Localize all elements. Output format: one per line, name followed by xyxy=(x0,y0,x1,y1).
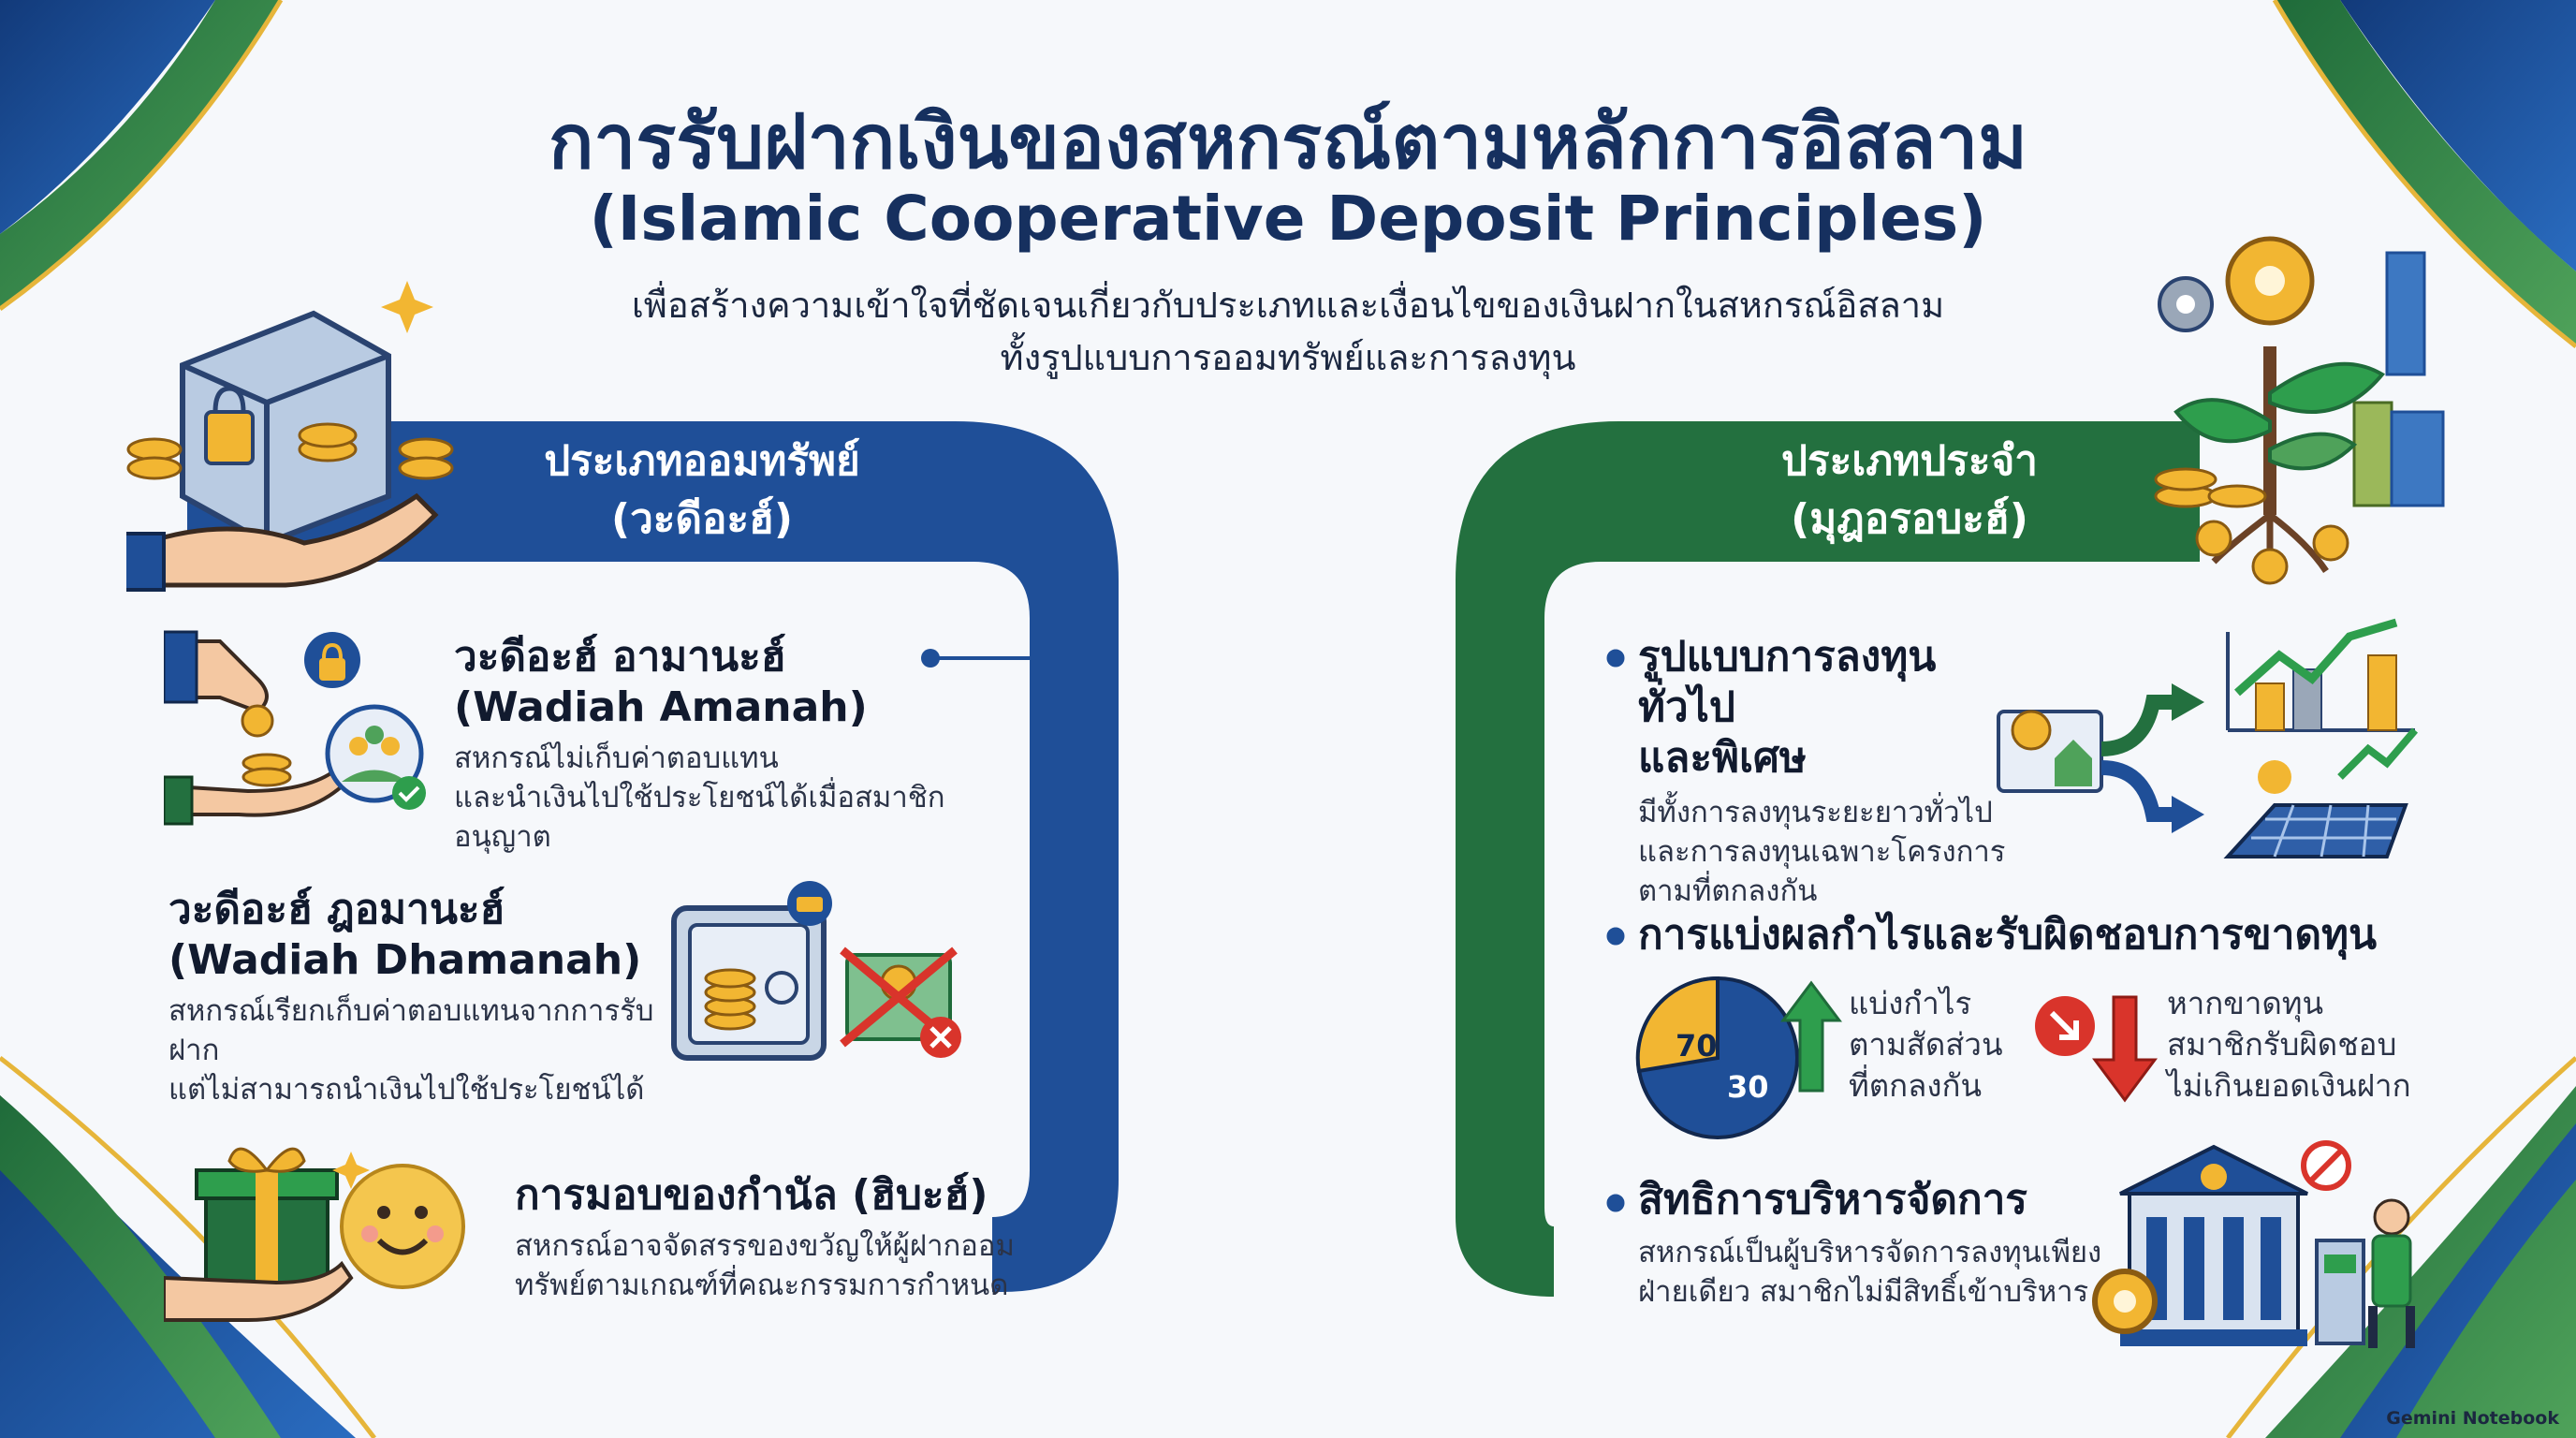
page-title: การรับฝากเงินของสหกรณ์ตามหลักการอิสลาม xyxy=(548,98,2028,185)
investment-type-title-1: รูปแบบการลงทุนทั่วไป xyxy=(1638,633,1937,731)
savings-band-line-2: (วะดีอะฮ์) xyxy=(610,495,794,543)
pie-label-70: 70 xyxy=(1676,1028,1718,1064)
wadiah-amanah-desc-1: สหกรณ์ไม่เก็บค่าตอบแทน xyxy=(454,741,779,775)
down-arrow-icon xyxy=(2035,995,2158,1103)
management-rights-desc-2: ฝ่ายเดียว สมาชิกไม่มีสิทธิ์เข้าบริหาร xyxy=(1638,1275,2089,1309)
management-rights-title: สิทธิการบริหารจัดการ xyxy=(1638,1176,2027,1224)
profit-loss-title: การแบ่งผลกำไรและรับผิดชอบการขาดทุน xyxy=(1638,911,2378,959)
vault-no-use-icon xyxy=(671,881,961,1061)
hibah-block: การมอบของกำนัล (ฮิบะฮ์) สหกรณ์อาจจัดสรรข… xyxy=(515,1170,1039,1305)
management-rights-desc-1: สหกรณ์เป็นผู้บริหารจัดการลงทุนเพียง xyxy=(1638,1236,2102,1269)
subtitle-line-2: ทั้งรูปแบบการออมทรัพย์และการลงทุน xyxy=(1000,337,1576,378)
hibah-title: การมอบของกำนัล (ฮิบะฮ์) xyxy=(515,1171,988,1219)
wadiah-dhamanah-desc-1: สหกรณ์เรียกเก็บค่าตอบแทนจากการรับฝาก xyxy=(168,994,654,1067)
page-subtitle: เพื่อสร้างความเข้าใจที่ชัดเจนเกี่ยวกับปร… xyxy=(0,279,2576,384)
wadiah-amanah-block: วะดีอะฮ์ อามานะฮ์ (Wadiah Amanah) สหกรณ์… xyxy=(454,632,978,857)
wadiah-dhamanah-block: วะดีอะฮ์ ฎอมานะฮ์ (Wadiah Dhamanah) สหกร… xyxy=(168,885,674,1109)
pie-slice-coop xyxy=(1635,976,1720,1074)
investment-type-desc-2: และการลงทุนเฉพาะโครงการ xyxy=(1638,835,2006,869)
management-rights-block: สิทธิการบริหารจัดการ สหกรณ์เป็นผู้บริหาร… xyxy=(1638,1175,2125,1312)
investment-type-title-2: และพิเศษ xyxy=(1638,734,1807,782)
savings-band-line-1: ประเภทออมทรัพย์ xyxy=(544,437,860,485)
bank-management-icon xyxy=(2092,1140,2415,1348)
profit-ratio-pie: 70 30 xyxy=(1635,976,1799,1139)
page-title-english: (Islamic Cooperative Deposit Principles) xyxy=(589,183,1987,255)
fixed-band-line-1: ประเภทประจำ xyxy=(1781,437,2038,485)
wadiah-dhamanah-desc-2: แต่ไม่สามารถนำเงินไปใช้ประโยชน์ได้ xyxy=(168,1073,645,1107)
profit-share-text: แบ่งกำไร ตามสัดส่วน ที่ตกลงกัน xyxy=(1849,983,2073,1107)
fixed-band-line-2: (มุฎอรอบะฮ์) xyxy=(1791,495,2028,543)
investment-type-desc-3: ตามที่ตกลงกัน xyxy=(1638,874,1818,908)
loss-responsibility-text: หากขาดทุน สมาชิกรับผิดชอบ ไม่เกินยอดเงิน… xyxy=(2167,983,2476,1107)
loss-line-2: สมาชิกรับผิดชอบ xyxy=(2167,1026,2397,1063)
profit-share-line-3: ที่ตกลงกัน xyxy=(1849,1067,1983,1104)
investment-type-desc-1: มีทั้งการลงทุนระยะยาวทั่วไป xyxy=(1638,796,1993,829)
up-arrow-icon xyxy=(1780,980,1842,1093)
safe-hand-icon xyxy=(126,281,454,592)
investment-paths-icon xyxy=(1997,618,2419,858)
savings-band-title: ประเภทออมทรัพย์ (วะดีอะฮ์) xyxy=(440,433,964,549)
wadiah-dhamanah-title-english: (Wadiah Dhamanah) xyxy=(168,936,642,984)
profit-share-line-2: ตามสัดส่วน xyxy=(1849,1026,2003,1063)
investment-type-block: รูปแบบการลงทุนทั่วไป และพิเศษ มีทั้งการล… xyxy=(1638,632,2031,911)
fixed-band-title: ประเภทประจำ (มุฎอรอบะฮ์) xyxy=(1647,433,2172,549)
wadiah-dhamanah-title: วะดีอะฮ์ ฎอมานะฮ์ xyxy=(168,886,505,933)
hibah-desc-1: สหกรณ์อาจจัดสรรของขวัญให้ผู้ฝากออม xyxy=(515,1229,1015,1263)
wadiah-amanah-title-english: (Wadiah Amanah) xyxy=(454,683,868,731)
wadiah-amanah-title: วะดีอะฮ์ อามานะฮ์ xyxy=(454,633,786,681)
loss-line-1: หากขาดทุน xyxy=(2167,985,2324,1021)
pie-label-30: 30 xyxy=(1727,1069,1769,1105)
hibah-desc-2: ทรัพย์ตามเกณฑ์ที่คณะกรรมการกำหนด xyxy=(515,1269,1009,1302)
handshake-coin-icon xyxy=(164,630,426,826)
subtitle-line-1: เพื่อสร้างความเข้าใจที่ชัดเจนเกี่ยวกับปร… xyxy=(631,285,1945,326)
profit-share-line-1: แบ่งกำไร xyxy=(1849,985,1972,1021)
loss-line-3: ไม่เกินยอดเงินฝาก xyxy=(2167,1067,2411,1104)
gift-smiley-icon xyxy=(164,1147,465,1322)
brand-watermark: Gemini Notebook xyxy=(2386,1408,2559,1429)
investment-tree-icon xyxy=(2154,236,2445,585)
wadiah-amanah-desc-2: และนำเงินไปใช้ประโยชน์ได้เมื่อสมาชิกอนุญ… xyxy=(454,781,945,854)
